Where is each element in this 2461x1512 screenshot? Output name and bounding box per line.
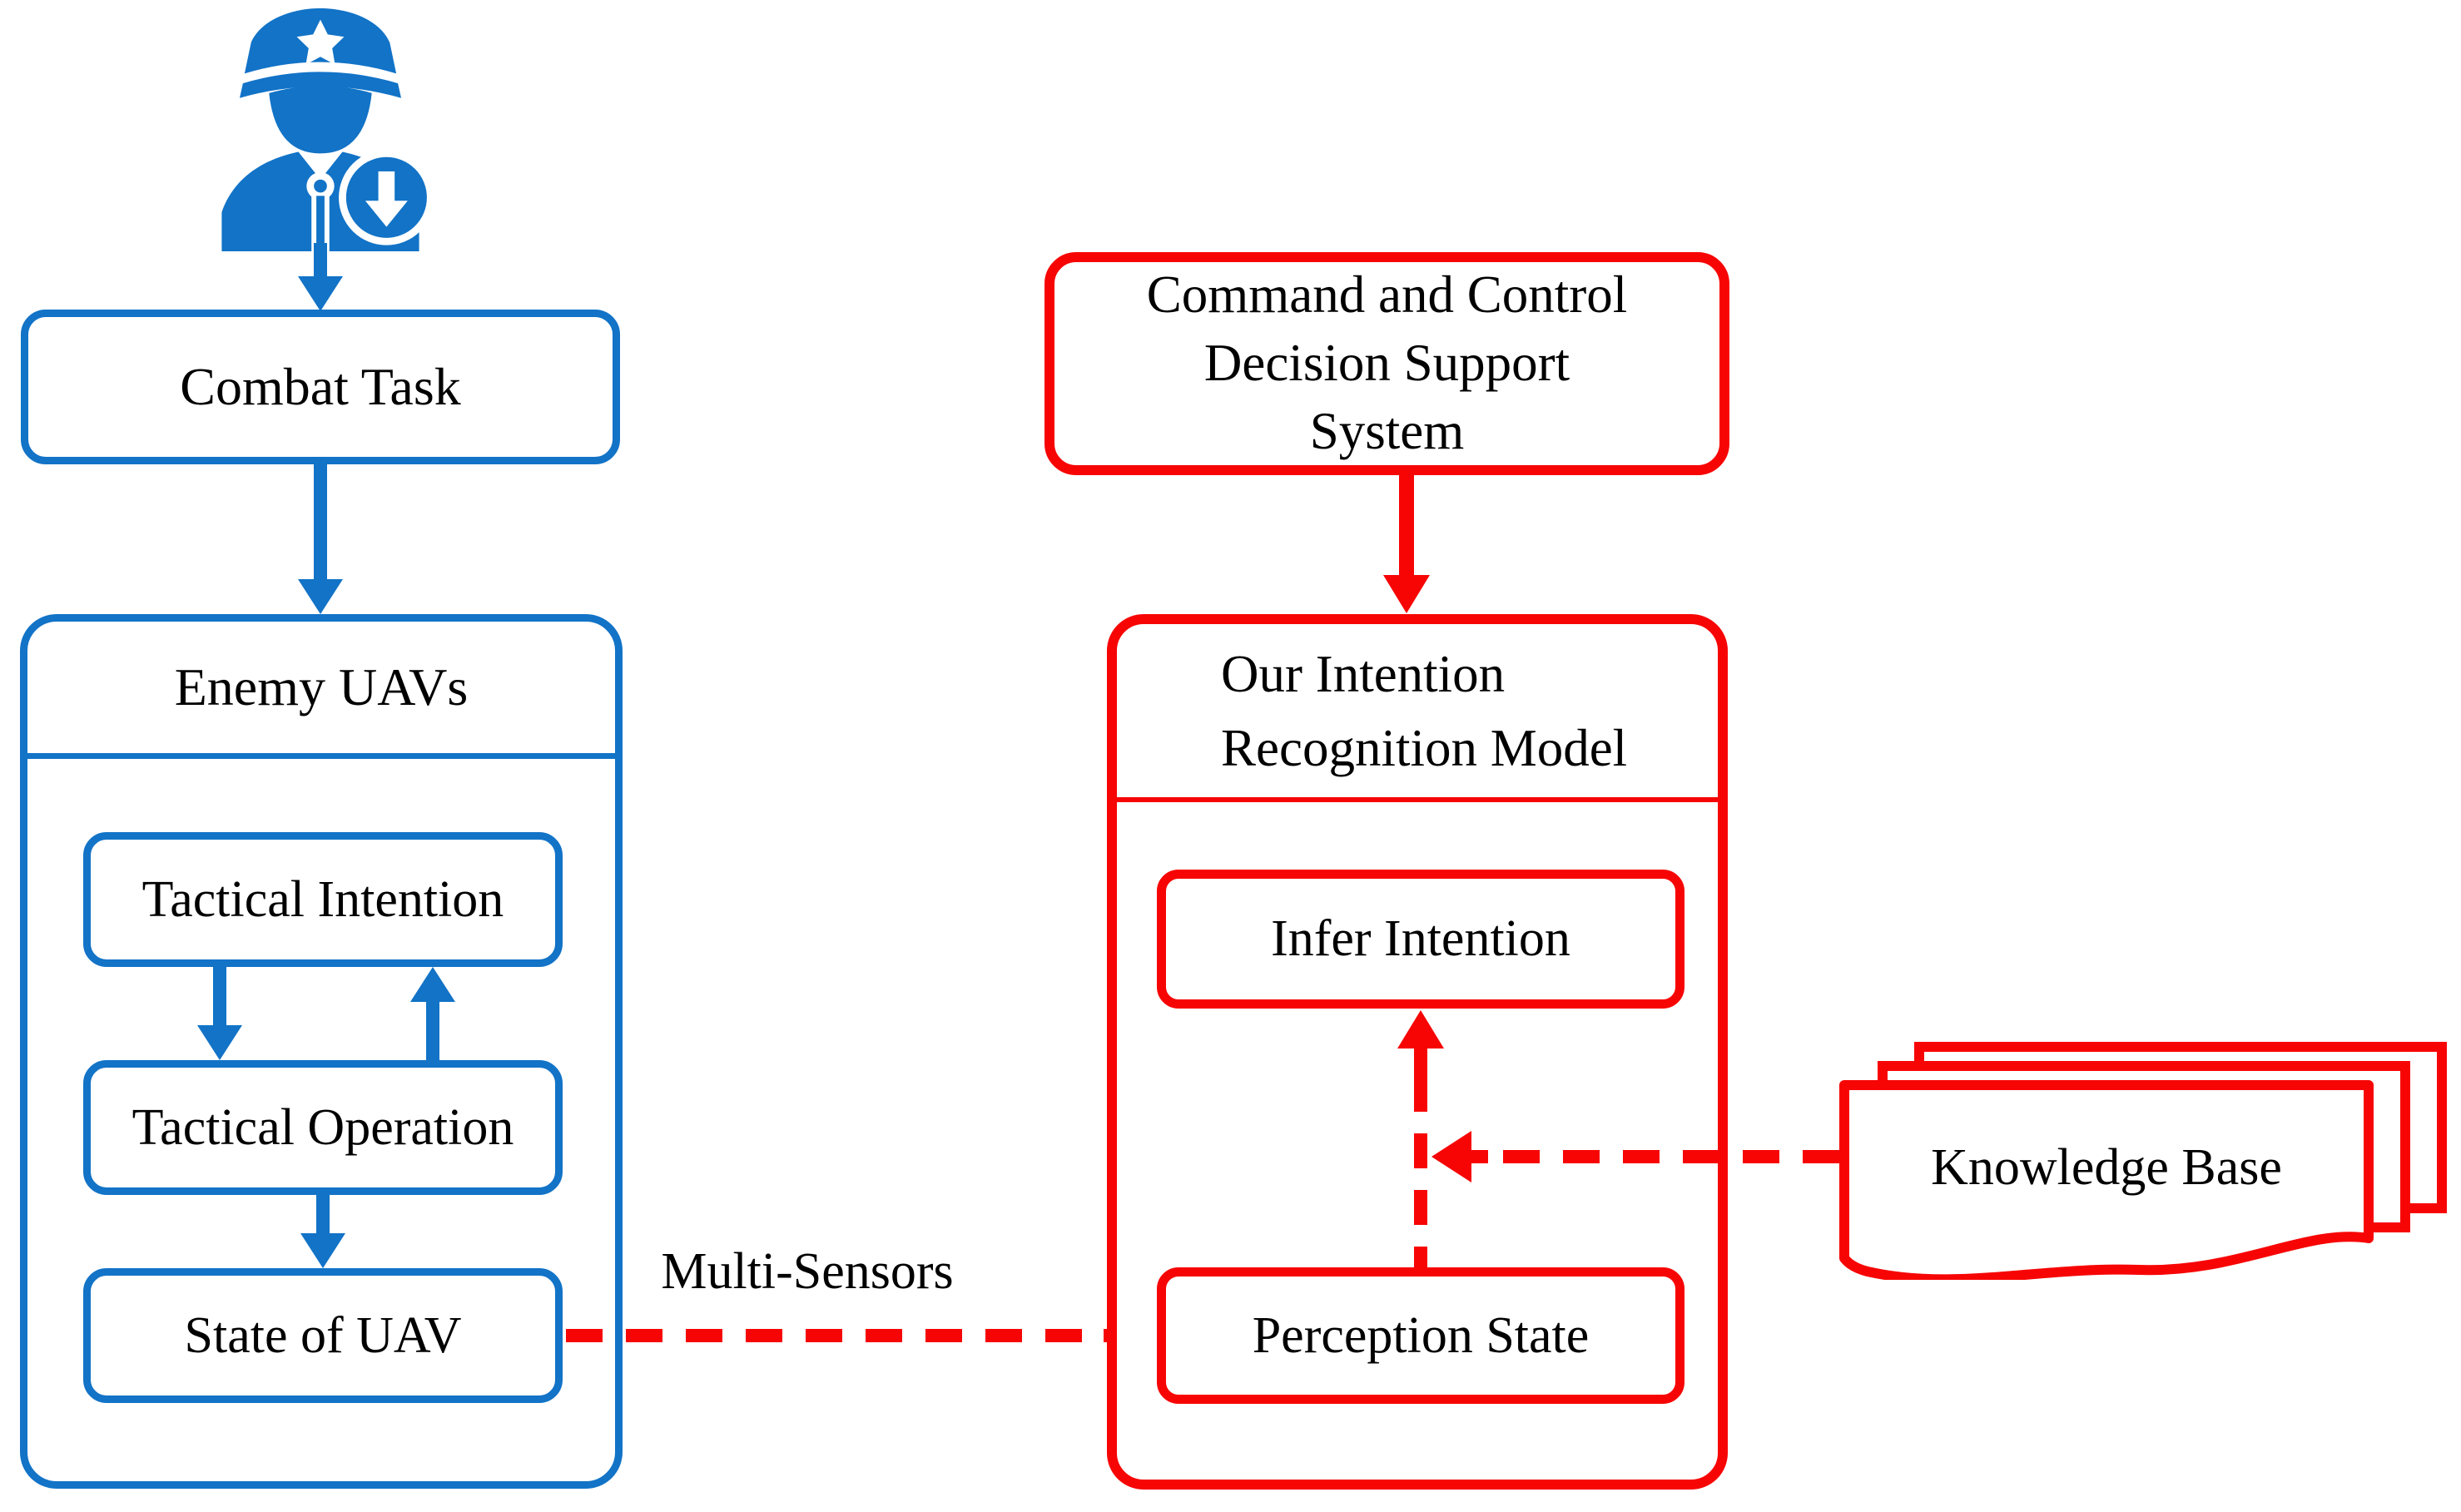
- tactical-operation-box: Tactical Operation: [83, 1060, 563, 1195]
- enemy-uavs-title: Enemy UAVs: [27, 622, 615, 753]
- c2-line-3: System: [1309, 401, 1465, 460]
- arrow-operation-to-state-head: [300, 1233, 345, 1268]
- enemy-uavs-title-text: Enemy UAVs: [174, 657, 469, 716]
- state-of-uav-label: State of UAV: [184, 1306, 462, 1364]
- c2-line-2: Decision Support: [1203, 334, 1570, 393]
- intention-model-title-line-2: Recognition Model: [1221, 719, 1628, 777]
- arrow-intention-to-operation-head: [197, 1025, 242, 1060]
- arrow-perception-to-infer-head: [1397, 1010, 1444, 1048]
- combat-task-box: Combat Task: [21, 310, 620, 464]
- c2-line-1: Command and Control: [1146, 265, 1628, 325]
- commander-icon: [221, 7, 433, 251]
- arrow-combat-to-enemy-stem: [314, 464, 327, 581]
- combat-task-label: Combat Task: [180, 357, 461, 416]
- arrow-c2-to-model-head: [1383, 575, 1430, 613]
- knowledge-base-label-wrap: Knowledge Base: [1839, 1088, 2374, 1247]
- star-icon: [296, 19, 345, 65]
- intention-model-title: Our Intention Recognition Model: [1221, 632, 1687, 791]
- infer-intention-label: Infer Intention: [1271, 910, 1570, 967]
- arrow-commander-to-combat-head: [298, 276, 343, 311]
- tactical-intention-label: Tactical Intention: [141, 870, 504, 928]
- arrow-kb-dashed-line: [1485, 1150, 1839, 1163]
- arrow-combat-to-enemy-head: [298, 579, 343, 614]
- tactical-operation-label: Tactical Operation: [131, 1098, 514, 1156]
- arrow-operation-to-state-stem: [316, 1195, 330, 1235]
- multi-sensors-label: Multi-Sensors: [649, 1242, 965, 1301]
- intention-model-container: Our Intention Recognition Model Infer In…: [1107, 614, 1728, 1490]
- perception-state-label: Perception State: [1252, 1306, 1590, 1364]
- infer-intention-box: Infer Intention: [1157, 870, 1684, 1009]
- tie-pole: [316, 196, 325, 251]
- head: [269, 86, 372, 154]
- perception-state-box: Perception State: [1157, 1267, 1684, 1404]
- state-of-uav-box: State of UAV: [83, 1268, 563, 1403]
- multi-sensors-dashed-line: [566, 1329, 1105, 1342]
- arrow-intention-to-operation-stem: [213, 967, 226, 1027]
- multi-sensors-text: Multi-Sensors: [661, 1242, 954, 1300]
- enemy-uavs-container: Enemy UAVs Tactical Intention Tactical O…: [20, 614, 623, 1489]
- c2-decision-support-box: Command and Control Decision Support Sys…: [1044, 252, 1729, 475]
- arrow-perception-top-stub: [1414, 1247, 1427, 1268]
- intention-model-title-line-1: Our Intention: [1221, 644, 1506, 703]
- cap-brim: [239, 72, 402, 98]
- enemy-uavs-header-divider: [27, 753, 615, 759]
- arrow-kb-head: [1431, 1131, 1471, 1182]
- arrow-c2-to-model-stem: [1399, 475, 1414, 577]
- knowledge-base-sheet-front: [1839, 1080, 2374, 1280]
- arrow-operation-to-intention-stem: [426, 1000, 439, 1060]
- knowledge-base-label: Knowledge Base: [1931, 1138, 2282, 1196]
- download-arrow-icon: [365, 171, 408, 227]
- arrow-commander-to-combat-stem: [314, 243, 327, 278]
- arrow-kb-stem: [1468, 1150, 1488, 1163]
- arrow-perception-to-infer-solid: [1414, 1047, 1427, 1078]
- intention-model-header-divider: [1117, 797, 1718, 802]
- arrow-perception-to-infer-dashes: [1414, 1077, 1427, 1248]
- arrow-operation-to-intention-head: [410, 967, 455, 1002]
- tactical-intention-box: Tactical Intention: [83, 832, 563, 967]
